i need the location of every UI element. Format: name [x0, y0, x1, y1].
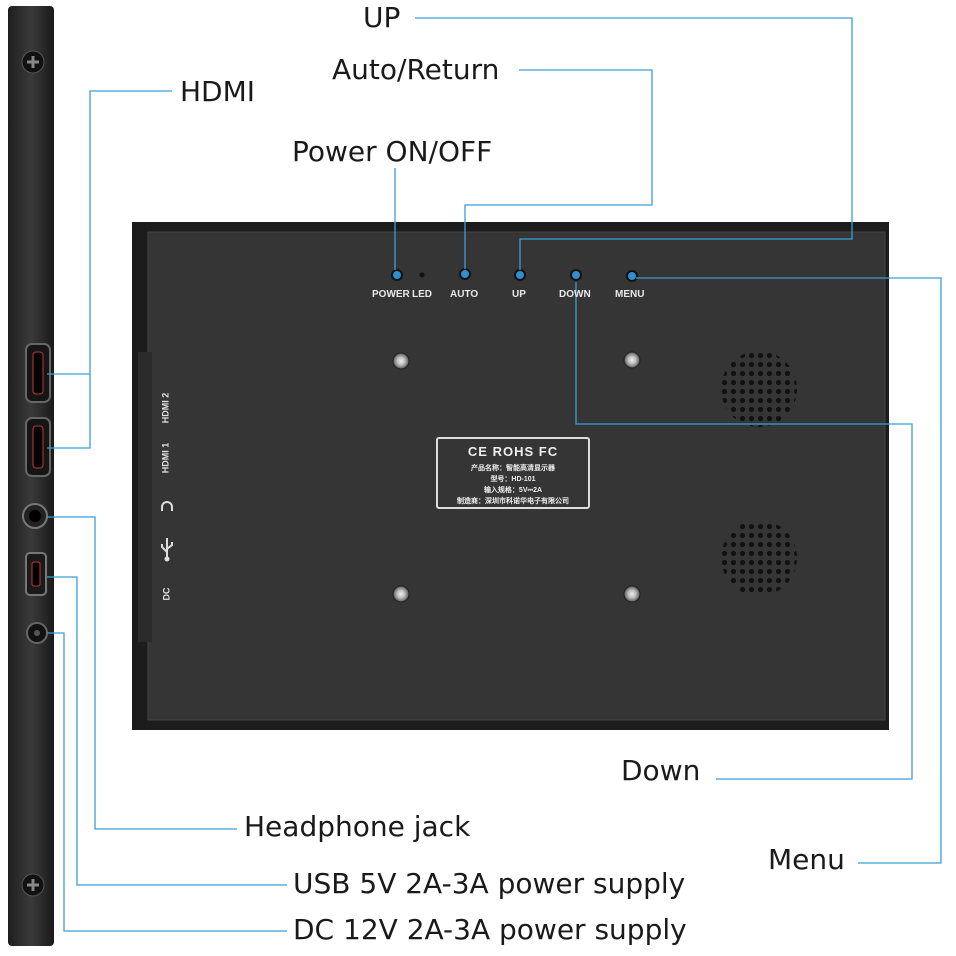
- callout-power: Power ON/OFF: [292, 135, 493, 168]
- mount-screw: [623, 585, 641, 603]
- up-button-label: UP: [512, 289, 526, 300]
- usb-icon: [161, 538, 173, 562]
- mount-screw: [392, 352, 410, 370]
- speaker-grille: [721, 351, 797, 427]
- callout-headphone-jack: Headphone jack: [244, 810, 471, 843]
- led-label: LED: [412, 289, 432, 300]
- callout-down: Down: [621, 754, 701, 787]
- callout-dc-power: DC 12V 2A-3A power supply: [293, 913, 687, 946]
- plate-input-spec: 输入规格：5V⎓2A: [483, 487, 543, 494]
- mount-screw: [623, 351, 641, 369]
- dc-port: [26, 622, 48, 644]
- monitor-back-panel: [147, 231, 886, 721]
- plate-manufacturer: 制造商：深圳市科诺华电子有限公司: [457, 498, 569, 505]
- callout-auto-return: Auto/Return: [332, 53, 500, 86]
- headphone-port: [22, 503, 48, 529]
- menu-button: [626, 270, 638, 282]
- speaker-grille: [721, 520, 797, 596]
- hdmi2-port-label: HDMI 2: [160, 392, 171, 424]
- plate-product-name: 产品名称：智能高清显示器: [471, 465, 555, 472]
- leader-lines: [47, 17, 942, 932]
- hdmi-port-1: [25, 417, 51, 477]
- menu-button-label: MENU: [615, 289, 645, 300]
- callout-usb-power: USB 5V 2A-3A power supply: [293, 867, 686, 900]
- hdmi-port-2: [25, 343, 51, 403]
- hdmi1-port-label: HDMI 1: [160, 442, 171, 474]
- screw-icon: [21, 50, 45, 74]
- auto-button: [459, 268, 471, 280]
- down-button-label: DOWN: [559, 289, 591, 300]
- power-button-label: POWER: [372, 289, 410, 300]
- power-button: [391, 269, 403, 281]
- led-indicator: [419, 272, 425, 278]
- plate-model: 型号：HD-101: [490, 476, 536, 483]
- auto-button-label: AUTO: [450, 289, 479, 300]
- callout-hdmi: HDMI: [180, 75, 256, 108]
- callout-menu: Menu: [768, 843, 845, 876]
- spec-plate: CE ROHS FC 产品名称：智能高清显示器 型号：HD-101 输入规格：5…: [436, 437, 590, 509]
- mount-screw: [392, 585, 410, 603]
- up-button: [514, 269, 526, 281]
- certification-logos: CE ROHS FC: [467, 444, 559, 459]
- callout-up: UP: [363, 1, 401, 34]
- headphone-icon: [161, 501, 173, 511]
- port-strip: [138, 352, 152, 642]
- screw-icon: [21, 873, 45, 897]
- dc-port-label: DC: [161, 587, 172, 601]
- usb-port: [25, 552, 47, 596]
- down-button: [570, 269, 582, 281]
